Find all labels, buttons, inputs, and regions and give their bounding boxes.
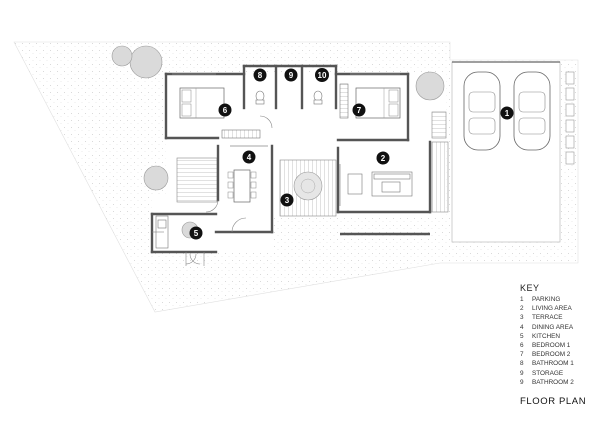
bed-icon xyxy=(179,87,225,119)
plan-title: FLOOR PLAN xyxy=(520,396,587,407)
room-marker-10: 10 xyxy=(315,68,329,82)
windows xyxy=(172,73,400,206)
tree-icon xyxy=(111,45,445,239)
svg-text:10: 10 xyxy=(318,71,327,80)
room-marker-5: 5 xyxy=(189,226,203,240)
svg-text:4: 4 xyxy=(247,153,252,162)
deck-east xyxy=(431,141,449,213)
parking-area xyxy=(451,61,575,243)
svg-text:6: 6 xyxy=(223,106,228,115)
doors xyxy=(152,115,273,266)
dining-table-icon xyxy=(227,169,257,203)
car-icon xyxy=(463,71,501,151)
room-marker-1: 1 xyxy=(500,106,514,120)
room-marker-9: 9 xyxy=(284,68,298,82)
room-marker-3: 3 xyxy=(280,193,294,207)
car-icon xyxy=(513,71,551,151)
deck-west xyxy=(176,157,218,203)
key-heading: KEY xyxy=(520,283,540,293)
room-marker-2: 2 xyxy=(376,151,390,165)
svg-text:9: 9 xyxy=(289,71,294,80)
svg-text:1: 1 xyxy=(505,109,510,118)
steps-north xyxy=(431,111,447,139)
sofa-set-icon xyxy=(347,171,413,197)
svg-text:8: 8 xyxy=(258,71,263,80)
room-marker-4: 4 xyxy=(242,150,256,164)
wardrobe-icon xyxy=(221,129,261,139)
room-marker-6: 6 xyxy=(218,103,232,117)
room-marker-7: 7 xyxy=(352,103,366,117)
walls xyxy=(150,64,432,254)
terrace-tree-icon xyxy=(293,171,323,201)
room-marker-8: 8 xyxy=(253,68,267,82)
wardrobe-icon xyxy=(339,83,349,119)
svg-text:5: 5 xyxy=(194,229,199,238)
svg-text:3: 3 xyxy=(285,196,290,205)
svg-text:2: 2 xyxy=(381,154,386,163)
svg-text:7: 7 xyxy=(357,106,362,115)
toilet-icon xyxy=(255,90,323,105)
